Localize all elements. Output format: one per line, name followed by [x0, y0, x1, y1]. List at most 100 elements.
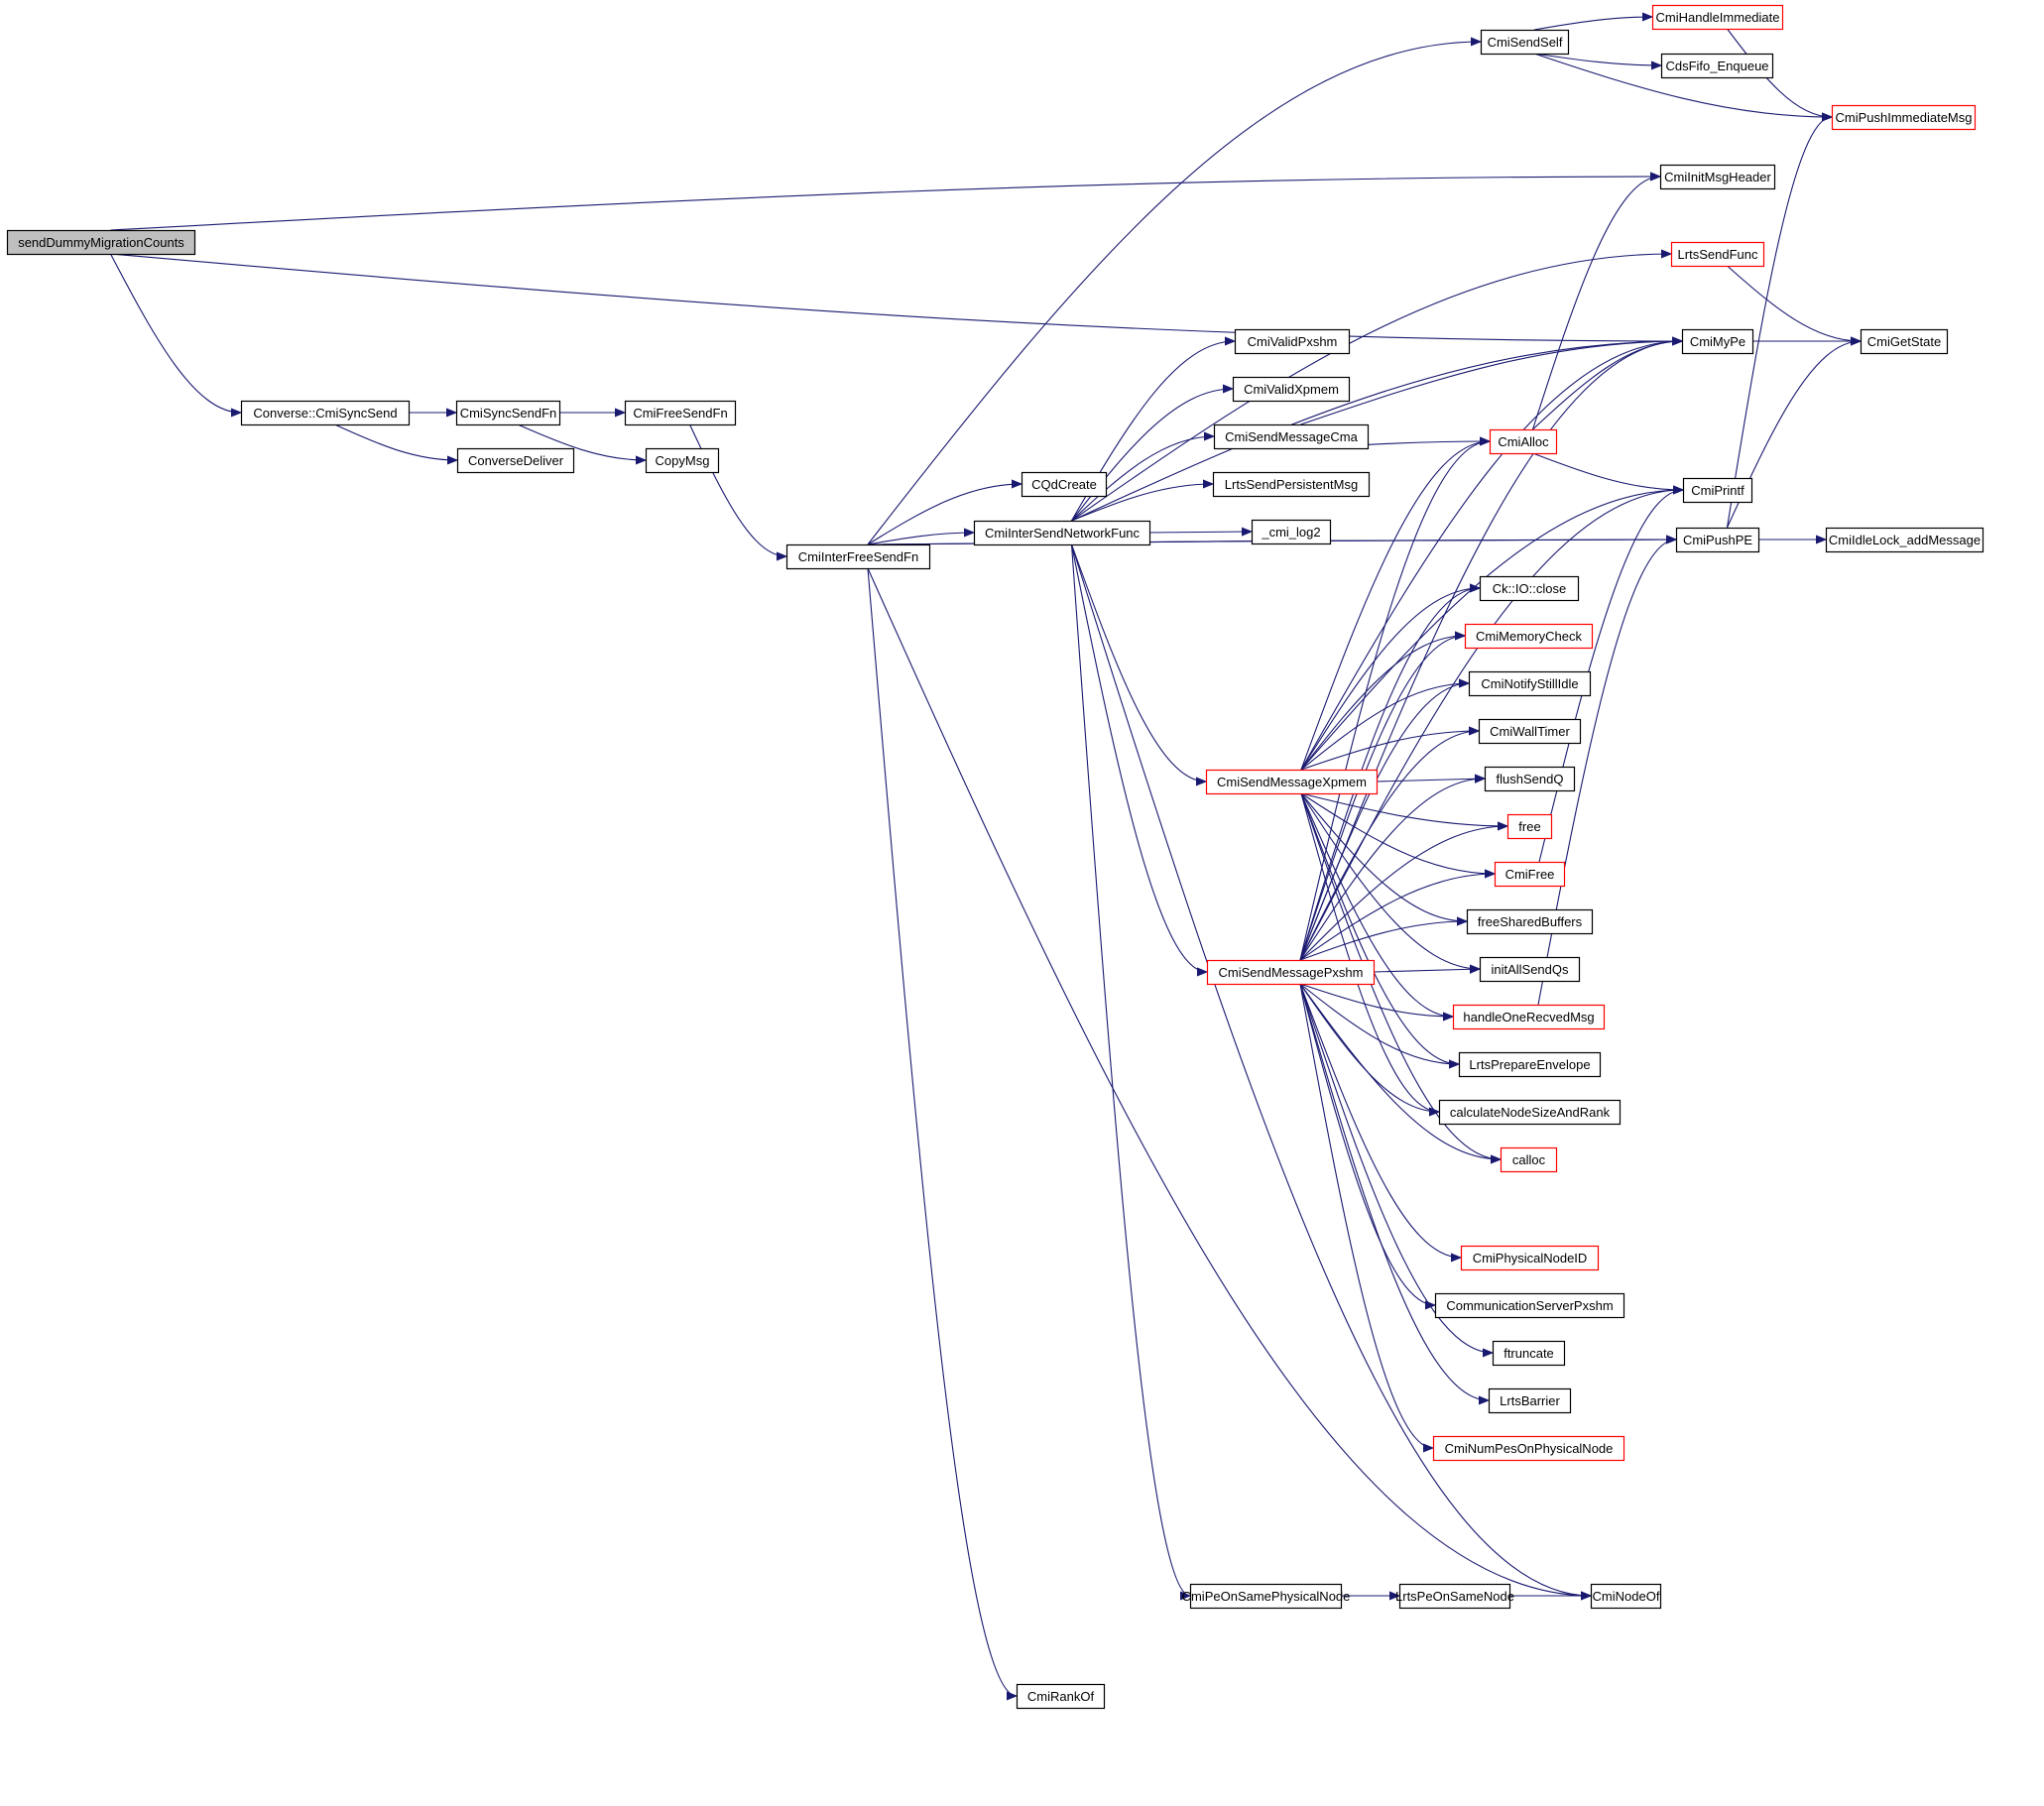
edge-cmi-send-message-xpmem-to-ck-io-close: [1300, 588, 1480, 771]
node-cmi-send-message-pxshm[interactable]: CmiSendMessagePxshm: [1206, 959, 1376, 986]
node-box: [1205, 769, 1379, 795]
node-converse-deliver[interactable]: ConverseDeliver: [456, 447, 575, 474]
nodes-layer: sendDummyMigrationCountsConverse::CmiSyn…: [6, 4, 1984, 1710]
node-box: [1484, 766, 1576, 792]
node-cmi-valid-xpmem[interactable]: CmiValidXpmem: [1232, 376, 1351, 403]
node-box: [240, 400, 411, 426]
node-cmi-inter-send-network-func[interactable]: CmiInterSendNetworkFunc: [973, 520, 1151, 546]
node-ftruncate[interactable]: ftruncate: [1492, 1340, 1566, 1367]
node-cmi-num-pes-on-physical-node[interactable]: CmiNumPesOnPhysicalNode: [1432, 1435, 1625, 1462]
node-cds-fifo-enqueue[interactable]: CdsFifo_Enqueue: [1660, 53, 1774, 79]
node-cmi-valid-pxshm[interactable]: CmiValidPxshm: [1234, 328, 1351, 355]
node-cmi-alloc[interactable]: CmiAlloc: [1489, 428, 1558, 455]
node-box: [1681, 328, 1754, 355]
node-label: CmiAlloc: [1498, 434, 1549, 449]
node-label: CmiSendMessagePxshm: [1219, 965, 1364, 980]
node-cmi-printf[interactable]: CmiPrintf: [1682, 477, 1753, 504]
edge-cmi-alloc-to-cmi-init-msg-header: [1531, 177, 1661, 430]
node-label: CmiMyPe: [1690, 334, 1745, 349]
node-box: [1432, 1435, 1625, 1462]
edge-cmi-inter-send-network-func-to-cmi-pe-on-same-physical-node: [1070, 543, 1191, 1596]
node-cmi-init-msg-header[interactable]: CmiInitMsgHeader: [1659, 164, 1776, 190]
node-box: [455, 400, 561, 426]
node-cmi-notify-still-idle[interactable]: CmiNotifyStillIdle: [1468, 670, 1592, 697]
node-cmi-free-send-fn[interactable]: CmiFreeSendFn: [624, 400, 737, 426]
node-lrts-pe-on-same-node[interactable]: LrtsPeOnSameNode: [1395, 1583, 1514, 1610]
node-cqd-create[interactable]: CQdCreate: [1021, 471, 1108, 498]
node-label: CommunicationServerPxshm: [1446, 1298, 1613, 1313]
node-cmi-idle-lock-add-message[interactable]: CmiIdleLock_addMessage: [1825, 527, 1984, 553]
node-cmi-sync-send-fn[interactable]: CmiSyncSendFn: [455, 400, 561, 426]
node-lrts-send-func[interactable]: LrtsSendFunc: [1670, 241, 1765, 268]
node-label: freeSharedBuffers: [1478, 914, 1583, 929]
node-lrts-prepare-envelope[interactable]: LrtsPrepareEnvelope: [1458, 1051, 1602, 1078]
node-copy-msg[interactable]: CopyMsg: [645, 447, 720, 474]
node-label: CmiSendMessageCma: [1225, 429, 1358, 444]
node-calloc[interactable]: calloc: [1500, 1146, 1558, 1173]
node-box: [1492, 1340, 1566, 1367]
node-cmi-physical-node-id[interactable]: CmiPhysicalNodeID: [1460, 1245, 1600, 1271]
node-label: CopyMsg: [656, 453, 710, 468]
edge-cmi-send-message-pxshm-to-calculate-node-size-and-rank: [1299, 983, 1439, 1112]
node-cmi-rank-of[interactable]: CmiRankOf: [1016, 1683, 1106, 1710]
node-cmi-get-state[interactable]: CmiGetState: [1860, 328, 1949, 355]
node-cmi-handle-immediate[interactable]: CmiHandleImmediate: [1651, 4, 1784, 31]
node-cmi-push-immediate-msg[interactable]: CmiPushImmediateMsg: [1831, 104, 1977, 131]
node-cmi-send-message-xpmem[interactable]: CmiSendMessageXpmem: [1205, 769, 1379, 795]
node-label: CmiNodeOf: [1593, 1589, 1660, 1604]
edge-cmi-send-message-pxshm-to-cmi-notify-still-idle: [1299, 683, 1469, 961]
edge-cmi-send-message-xpmem-to-cmi-alloc: [1300, 441, 1490, 771]
node-label: CmiValidPxshm: [1248, 334, 1338, 349]
node-cmi-inter-free-send-fn[interactable]: CmiInterFreeSendFn: [785, 543, 931, 570]
node-ck-io-close[interactable]: Ck::IO::close: [1479, 575, 1580, 602]
edge-cmi-send-message-xpmem-to-cmi-memory-check: [1300, 636, 1465, 771]
edge-cmi-send-message-xpmem-to-free-shared-buffers: [1300, 792, 1467, 921]
node-init-all-send-qs[interactable]: initAllSendQs: [1479, 956, 1581, 983]
edge-cmi-free-send-fn-to-cmi-inter-free-send-fn: [689, 423, 787, 556]
node-flush-send-q[interactable]: flushSendQ: [1484, 766, 1576, 792]
edge-cmi-send-message-pxshm-to-cmi-my-pe: [1299, 341, 1682, 961]
node-box: [1251, 519, 1332, 545]
node-cmi-memory-check[interactable]: CmiMemoryCheck: [1464, 623, 1594, 650]
node-lrts-send-persistent-msg[interactable]: LrtsSendPersistentMsg: [1212, 471, 1371, 498]
node-box: [6, 229, 196, 256]
node-cmi-node-of[interactable]: CmiNodeOf: [1590, 1583, 1662, 1610]
edge-cmi-send-message-xpmem-to-cmi-my-pe: [1300, 341, 1682, 771]
edge-cmi-inter-send-network-func-to-cmi-send-message-cma: [1071, 436, 1215, 522]
node-box: [1651, 4, 1784, 31]
node-cmi-send-message-cma[interactable]: CmiSendMessageCma: [1213, 423, 1370, 450]
node-box: [1479, 575, 1580, 602]
edge-cmi-inter-send-network-func-to-cmi-node-of: [1070, 543, 1592, 1596]
node-label: LrtsPeOnSameNode: [1395, 1589, 1514, 1604]
node-cmi-free[interactable]: CmiFree: [1494, 861, 1566, 888]
edge-cmi-send-message-pxshm-to-cmi-physical-node-id: [1299, 983, 1461, 1258]
node-label: CmiNotifyStillIdle: [1481, 676, 1578, 691]
node-handle-one-recved-msg[interactable]: handleOneRecvedMsg: [1452, 1004, 1606, 1030]
node-communication-server-pxshm[interactable]: CommunicationServerPxshm: [1434, 1292, 1625, 1319]
node-send-dummy-migration-counts[interactable]: sendDummyMigrationCounts: [6, 229, 196, 256]
node-converse-cmi-sync-send[interactable]: Converse::CmiSyncSend: [240, 400, 411, 426]
node-box: [1213, 423, 1370, 450]
edge-cmi-inter-free-send-fn-to-cmi-send-self: [867, 42, 1481, 545]
edge-cmi-send-message-xpmem-to-lrts-prepare-envelope: [1300, 792, 1459, 1064]
edge-cmi-send-message-xpmem-to-init-all-send-qs: [1300, 792, 1480, 969]
node-label: free: [1518, 819, 1540, 834]
node-free[interactable]: free: [1506, 813, 1553, 840]
node-label: CmiFree: [1505, 867, 1555, 882]
node-label: CmiFreeSendFn: [633, 406, 727, 421]
node-cmi-my-pe[interactable]: CmiMyPe: [1681, 328, 1754, 355]
node-cmi-log2[interactable]: _cmi_log2: [1251, 519, 1332, 545]
node-cmi-push-pe[interactable]: CmiPushPE: [1675, 527, 1760, 553]
node-label: calloc: [1512, 1152, 1546, 1167]
node-calculate-node-size-and-rank[interactable]: calculateNodeSizeAndRank: [1438, 1099, 1622, 1126]
node-label: CmiSendSelf: [1488, 35, 1563, 50]
node-box: [1478, 718, 1582, 745]
node-lrts-barrier[interactable]: LrtsBarrier: [1488, 1387, 1572, 1414]
node-cmi-pe-on-same-physical-node[interactable]: CmiPeOnSamePhysicalNode: [1182, 1583, 1351, 1610]
edge-cmi-send-message-pxshm-to-flush-send-q: [1299, 779, 1485, 961]
node-cmi-send-self[interactable]: CmiSendSelf: [1480, 29, 1570, 56]
node-free-shared-buffers[interactable]: freeSharedBuffers: [1466, 908, 1594, 935]
node-label: _cmi_log2: [1261, 525, 1320, 540]
node-cmi-wall-timer[interactable]: CmiWallTimer: [1478, 718, 1582, 745]
